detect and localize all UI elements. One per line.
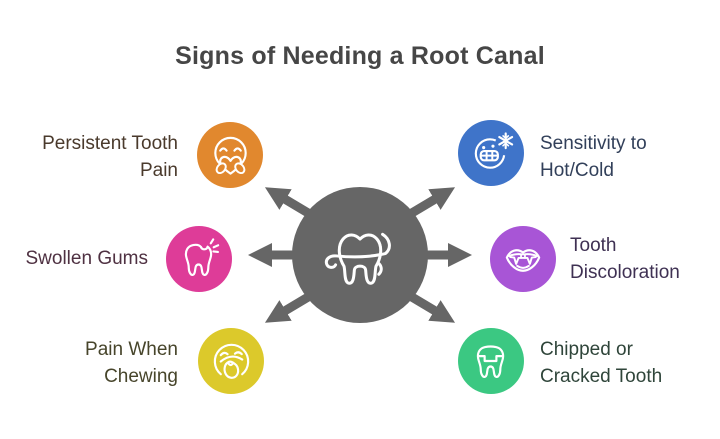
- label-chipped-cracked-tooth: Chipped or Cracked Tooth: [540, 339, 663, 387]
- cold-teeth-snowflake-icon: [474, 131, 513, 169]
- label-persistent-tooth-pain: Persistent Tooth Pain: [42, 133, 178, 181]
- hugging-heart-face-icon: [213, 136, 247, 175]
- badge-pain-when-chewing: [198, 328, 264, 394]
- badge-tooth-discoloration: [490, 226, 556, 292]
- label-sensitivity-hot-cold: Sensitivity to Hot/Cold: [540, 133, 647, 181]
- center-tooth-circle: [292, 187, 428, 323]
- cracked-tooth-icon: [476, 344, 504, 378]
- page-title: Signs of Needing a Root Canal: [175, 42, 545, 70]
- molar-root-canal-icon: [324, 232, 391, 285]
- badge-chipped-cracked-tooth: [458, 328, 524, 394]
- badge-swollen-gums: [166, 226, 232, 292]
- badge-sensitivity-hot-cold: [458, 120, 524, 186]
- lips-teeth-icon: [505, 248, 540, 272]
- label-swollen-gums: Swollen Gums: [25, 248, 149, 269]
- label-tooth-discoloration: Tooth Discoloration: [570, 235, 680, 283]
- label-pain-when-chewing: Pain When Chewing: [85, 339, 178, 387]
- badge-persistent-tooth-pain: [197, 122, 263, 188]
- chewing-mouth-icon: [213, 343, 249, 379]
- aching-tooth-icon: [184, 237, 219, 276]
